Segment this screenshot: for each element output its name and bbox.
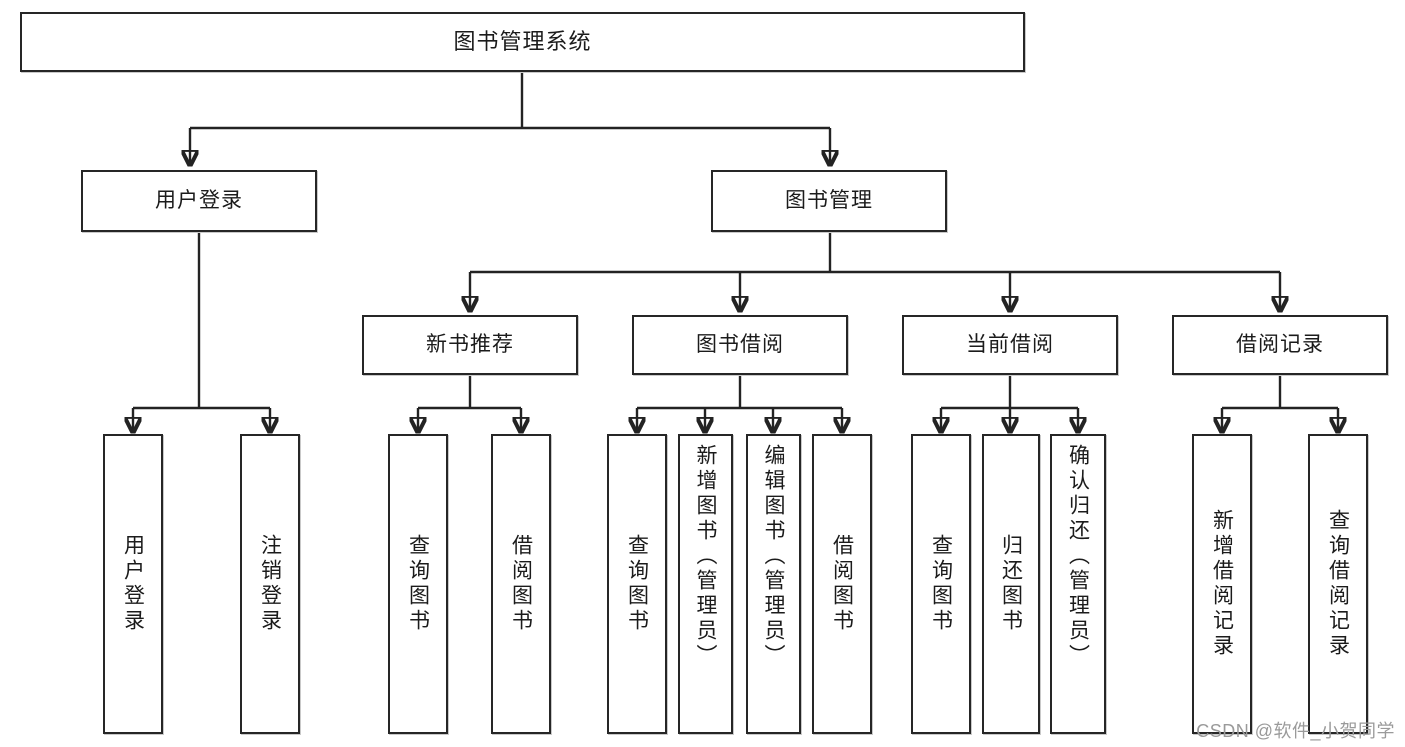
node-label: 查询借阅记录: [1326, 509, 1350, 659]
leaf-return-book[interactable]: 归还图书: [982, 434, 1040, 734]
node-label: 用户登录: [155, 189, 243, 213]
node-label: 注销登录: [258, 534, 282, 634]
node-label: 查询图书: [929, 534, 953, 634]
node-label: 图书管理系统: [453, 28, 592, 54]
leaf-edit-book[interactable]: 编辑图书（管理员）: [746, 434, 801, 734]
node-label: 确认归还（管理员）: [1066, 444, 1090, 669]
node-label: 查询图书: [406, 534, 430, 634]
leaf-confirm-return[interactable]: 确认归还（管理员）: [1050, 434, 1106, 734]
node-root-system[interactable]: 图书管理系统: [20, 12, 1025, 72]
leaf-add-borrow-record[interactable]: 新增借阅记录: [1192, 434, 1252, 734]
node-book-borrow[interactable]: 图书借阅: [632, 315, 848, 375]
node-new-book-recommend[interactable]: 新书推荐: [362, 315, 578, 375]
node-label: 编辑图书（管理员）: [762, 444, 785, 669]
node-label: 归还图书: [999, 534, 1023, 634]
node-label: 新书推荐: [426, 333, 514, 357]
leaf-query-book-current[interactable]: 查询图书: [911, 434, 971, 734]
leaf-query-borrow-record[interactable]: 查询借阅记录: [1308, 434, 1368, 734]
node-borrow-record[interactable]: 借阅记录: [1172, 315, 1388, 375]
node-user-login[interactable]: 用户登录: [81, 170, 317, 232]
node-label: 图书借阅: [696, 333, 784, 357]
leaf-add-book[interactable]: 新增图书（管理员）: [678, 434, 733, 734]
node-label: 用户登录: [121, 534, 145, 634]
leaf-user-login[interactable]: 用户登录: [103, 434, 163, 734]
leaf-borrow-book[interactable]: 借阅图书: [812, 434, 872, 734]
watermark-text: CSDN @软件_小贺同学: [1196, 721, 1395, 741]
node-book-manage[interactable]: 图书管理: [711, 170, 947, 232]
node-label: 新增图书（管理员）: [694, 444, 717, 669]
node-label: 借阅图书: [509, 534, 533, 634]
node-label: 借阅图书: [830, 534, 854, 634]
node-label: 新增借阅记录: [1210, 509, 1234, 659]
node-current-borrow[interactable]: 当前借阅: [902, 315, 1118, 375]
leaf-user-logout[interactable]: 注销登录: [240, 434, 300, 734]
leaf-query-book-borrow[interactable]: 查询图书: [607, 434, 667, 734]
node-label: 图书管理: [785, 189, 873, 213]
leaf-borrow-book-recommend[interactable]: 借阅图书: [491, 434, 551, 734]
leaf-query-book-recommend[interactable]: 查询图书: [388, 434, 448, 734]
node-label: 当前借阅: [966, 333, 1054, 357]
node-label: 查询图书: [625, 534, 649, 634]
node-label: 借阅记录: [1236, 333, 1324, 357]
